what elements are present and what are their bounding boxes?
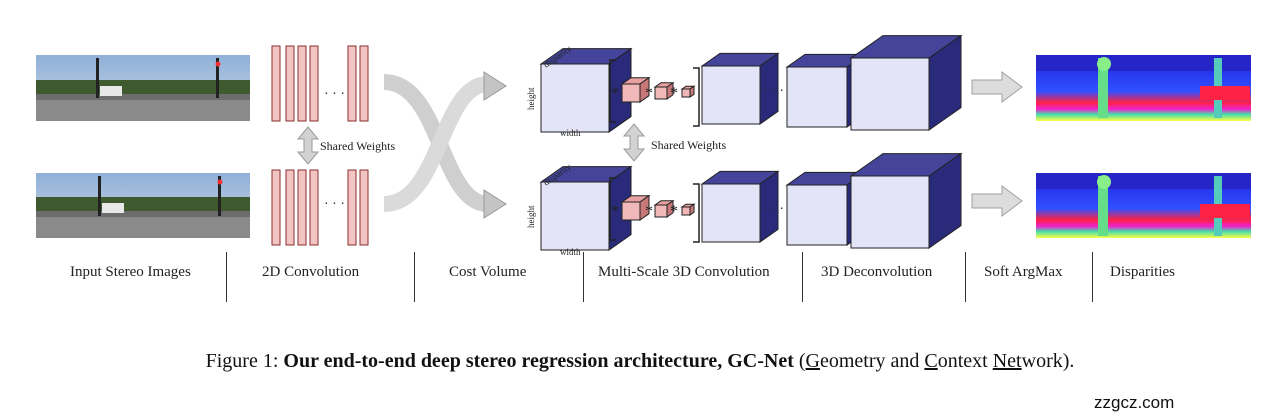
cost-volume-cube-top: [539, 47, 633, 133]
conv3d-op-1-top: *: [611, 85, 619, 102]
conv3d-cube-2-top: [653, 81, 675, 100]
figure-caption: Figure 1: Our end-to-end deep stereo reg…: [0, 350, 1280, 373]
conv3d-cube-3-top: [680, 85, 696, 98]
caption-paren: (: [798, 350, 806, 372]
caption-c: C: [924, 350, 938, 372]
conv-layer: [309, 169, 319, 246]
conv3d-cube-1-top: [620, 76, 651, 103]
cost-volume-arrows: [383, 74, 488, 212]
cost-volume-arrowhead-bottom: [483, 189, 507, 219]
input-image-right: [36, 173, 250, 238]
stage-label-disparities: Disparities: [1110, 264, 1175, 280]
stage-label-3d-conv: Multi-Scale 3D Convolution: [598, 264, 770, 280]
deconv-cube-3-bottom: [849, 152, 963, 249]
conv-layer: [297, 169, 307, 246]
soft-argmax-arrow-bottom: [971, 185, 1023, 217]
stage-label-soft-argmax: Soft ArgMax: [984, 264, 1063, 280]
conv3d-op-2-bottom: *: [645, 203, 653, 220]
cost-volume-cube-bottom: [539, 165, 633, 251]
conv3d-cube-1-bottom: [620, 194, 651, 221]
shared-weights-arrow-2d: [296, 126, 320, 165]
stage-divider: [965, 252, 966, 302]
conv3d-cube-2-bottom: [653, 199, 675, 218]
stage-divider: [414, 252, 415, 302]
conv3d-op-3-bottom: *: [670, 203, 678, 220]
conv-ellipsis-bottom: · · ·: [324, 197, 345, 212]
stage-label-input: Input Stereo Images: [70, 264, 191, 280]
caption-ontext: ontext: [937, 350, 993, 372]
shared-weights-label-2d: Shared Weights: [320, 139, 395, 153]
stage-label-2d-conv: 2D Convolution: [262, 264, 360, 280]
conv-layer: [285, 45, 295, 122]
deconv-cube-1-top: [700, 52, 780, 125]
conv-stack-bottom: [271, 169, 369, 246]
disparity-map-bottom: [1036, 173, 1251, 238]
conv3d-op-3-top: *: [670, 85, 678, 102]
cube-ellipsis-top: · · ·: [763, 84, 784, 99]
cube-volumes: [539, 34, 963, 251]
conv-layer: [347, 45, 357, 122]
conv-stack-top: [271, 45, 369, 122]
shared-weights-label-3d: Shared Weights: [651, 138, 726, 152]
caption-g: G: [805, 350, 820, 372]
caption-bold: Our end-to-end deep stereo regression ar…: [283, 350, 794, 372]
deconv-cube-1-bottom: [700, 170, 780, 243]
stage-divider: [226, 252, 227, 302]
bracket-right-top: [693, 67, 700, 127]
conv-layer: [347, 169, 357, 246]
stage-label-3d-deconv: 3D Deconvolution: [821, 264, 933, 280]
conv-layer: [271, 45, 281, 122]
conv-layer: [359, 45, 369, 122]
architecture-diagram: · · · · · · Shared Weights disparity hei…: [36, 34, 1251, 257]
conv-layer: [285, 169, 295, 246]
soft-argmax-arrow-top: [971, 71, 1023, 103]
conv-layer: [297, 45, 307, 122]
disparity-map-top: [1036, 55, 1251, 121]
bracket-right-bottom: [693, 183, 700, 243]
conv3d-op-1-bottom: *: [611, 203, 619, 220]
conv-layer: [359, 169, 369, 246]
conv-layer: [271, 169, 281, 246]
axis-height-top: height: [526, 87, 536, 110]
cube-ellipsis-bottom: · · ·: [763, 202, 784, 217]
watermark-text: zzgcz.com: [1094, 393, 1175, 412]
axis-height-bottom: height: [526, 205, 536, 228]
axis-width-top: width: [560, 128, 581, 138]
conv3d-cube-3-bottom: [680, 203, 696, 216]
deconv-cube-3-top: [849, 34, 963, 131]
stage-divider: [1092, 252, 1093, 302]
caption-eometry: eometry and: [819, 350, 925, 372]
shared-weights-arrow-3d: [622, 123, 646, 162]
stage-divider: [583, 252, 584, 302]
input-image-left: [36, 55, 250, 121]
axis-width-bottom: width: [560, 247, 581, 257]
caption-prefix: Figure 1:: [205, 350, 279, 372]
cost-volume-arrowhead-top: [483, 71, 507, 101]
caption-work: work).: [1021, 350, 1075, 372]
bracket-top: [609, 59, 616, 123]
conv-layer: [309, 45, 319, 122]
bracket-bottom: [609, 177, 616, 241]
caption-net: Net: [992, 350, 1022, 372]
stage-divider: [802, 252, 803, 302]
stage-label-cost-volume: Cost Volume: [449, 264, 527, 280]
conv3d-op-2-top: *: [645, 85, 653, 102]
conv-ellipsis-top: · · ·: [324, 87, 345, 102]
